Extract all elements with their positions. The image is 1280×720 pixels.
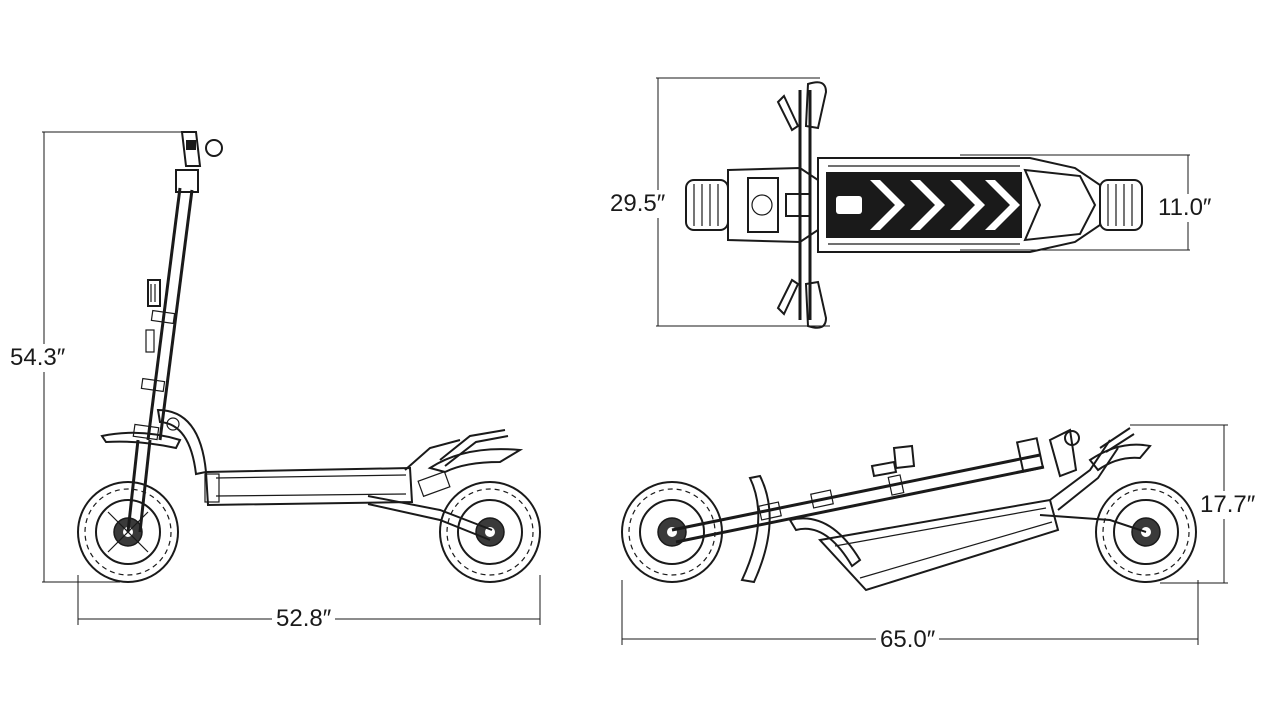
folded-length-label: 65.0″ [876, 626, 940, 654]
top-view-scooter [656, 77, 1190, 329]
top-width-label: 29.5″ [606, 190, 670, 218]
side-view-scooter [42, 131, 541, 625]
folded-view-scooter [621, 424, 1228, 645]
side-length-label: 52.8″ [272, 605, 336, 633]
top-deck-width-label: 11.0″ [1154, 194, 1216, 222]
folded-height-label: 17.7″ [1196, 491, 1260, 519]
side-height-label: 54.3″ [6, 344, 70, 372]
